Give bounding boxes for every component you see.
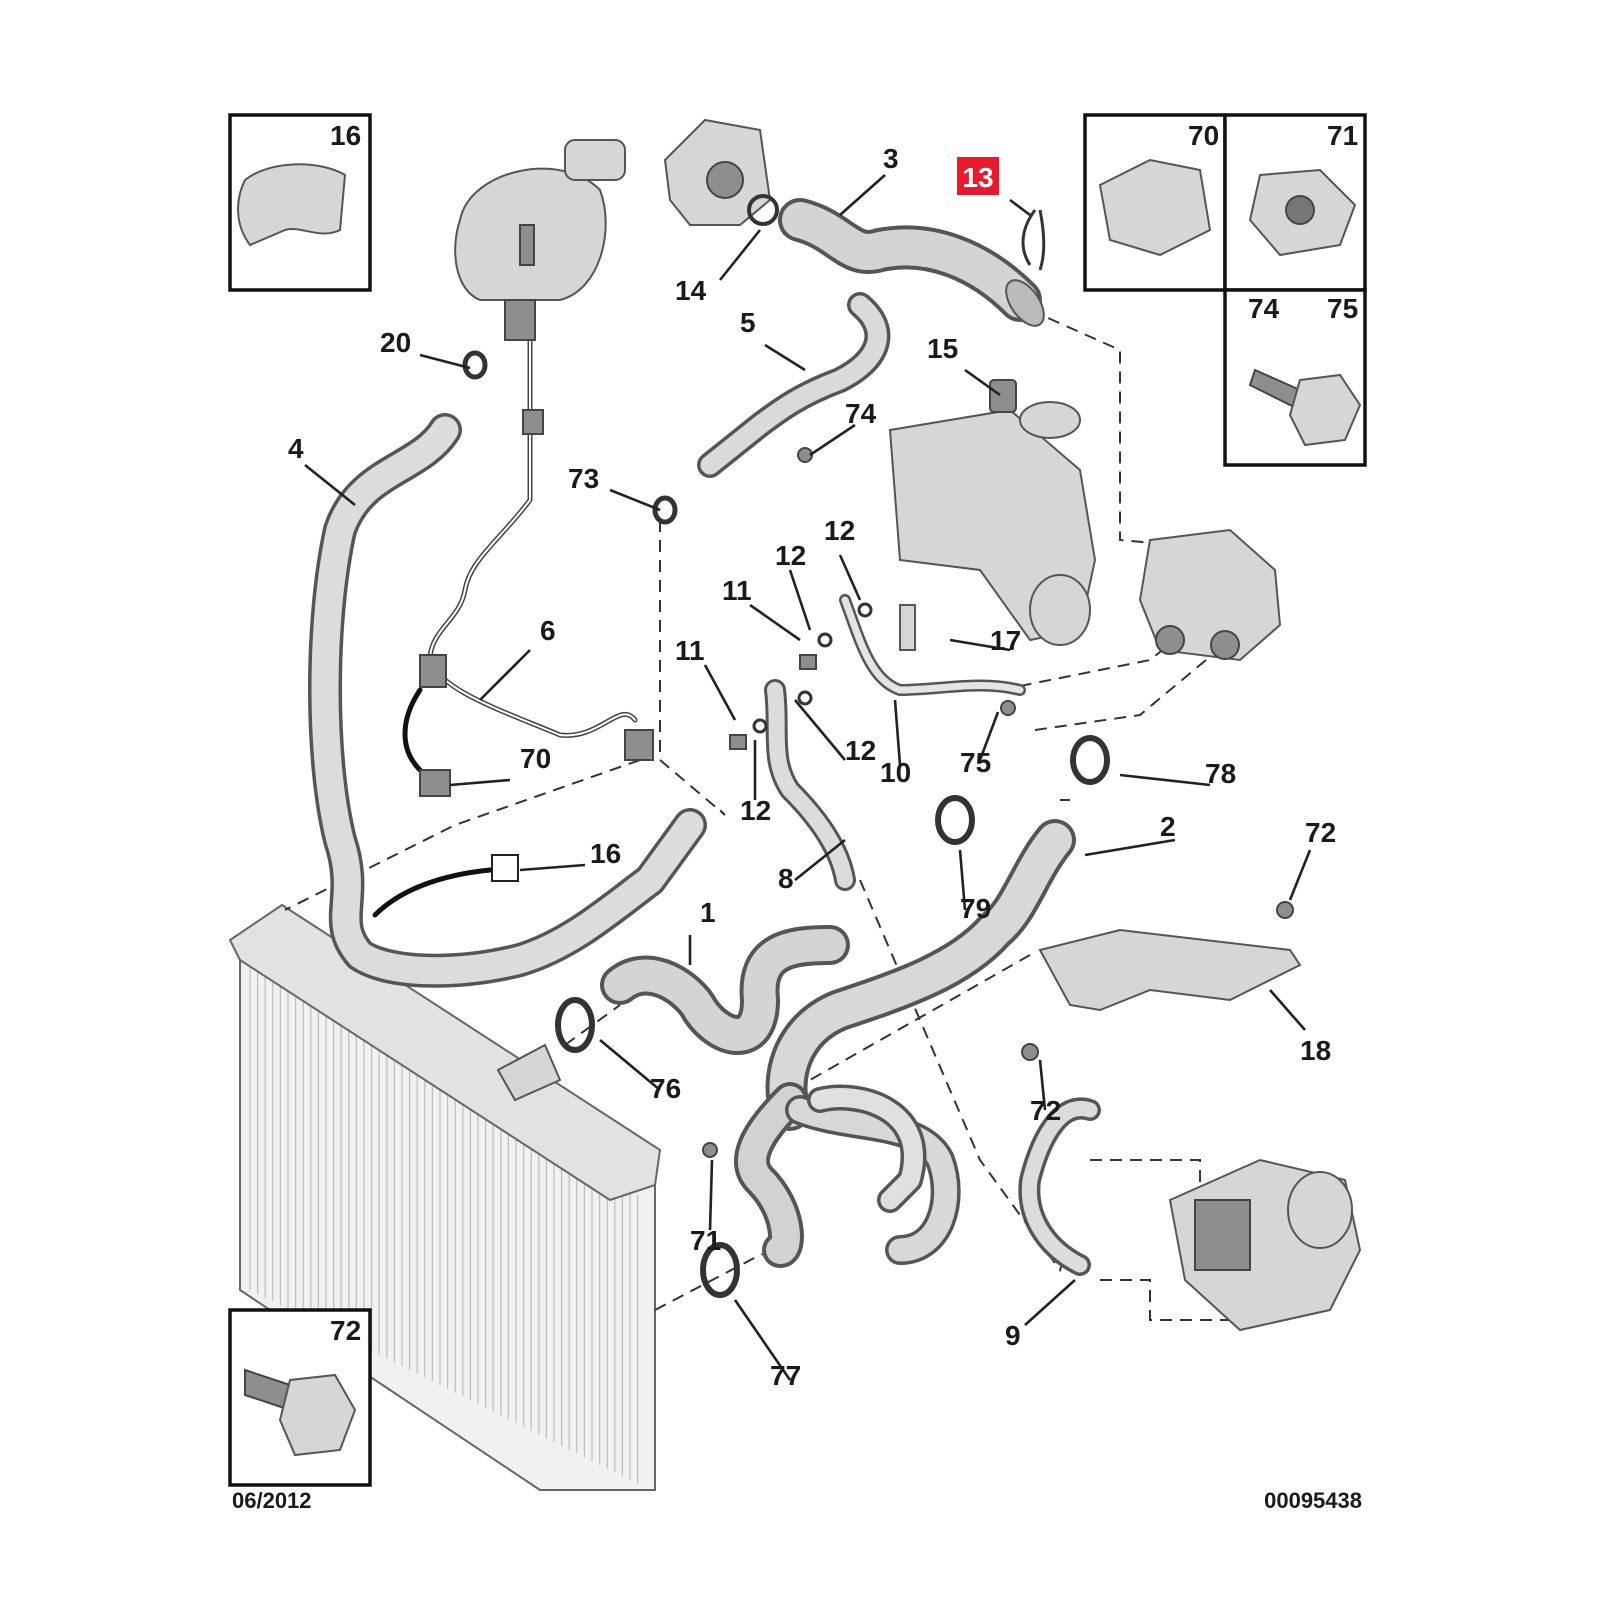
- hose-2: [765, 819, 1076, 1131]
- pipe-3: [778, 198, 1045, 327]
- box-75-label: 75: [1327, 293, 1358, 324]
- pipe-10: [839, 594, 1026, 696]
- hose-lower-assembly: [734, 1082, 961, 1268]
- label-79: 79: [960, 893, 991, 924]
- hose-5: [697, 292, 891, 478]
- label-73: 73: [568, 463, 599, 494]
- label-16: 16: [590, 838, 621, 869]
- fasteners: [702, 447, 1294, 1158]
- leader-lines: [304, 174, 1312, 1381]
- label-72b: 72: [1030, 1095, 1061, 1126]
- label-12c: 12: [845, 735, 876, 766]
- label-72a: 72: [1305, 817, 1336, 848]
- harness-6: [402, 277, 638, 773]
- label-14: 14: [675, 275, 707, 306]
- label-76: 76: [650, 1073, 681, 1104]
- label-4: 4: [288, 433, 304, 464]
- connectors-70: [419, 409, 654, 797]
- plug-16: [491, 854, 519, 882]
- water-outlet-housing: [663, 118, 779, 226]
- label-13-highlight: [957, 157, 999, 195]
- label-6: 6: [540, 615, 556, 646]
- label-75: 75: [960, 747, 991, 778]
- date-code: 06/2012: [232, 1488, 312, 1513]
- bracket-17: [899, 604, 916, 651]
- expansion-tank: [454, 139, 626, 341]
- callout-labels: 3 13 14 5 15 74 20 4 73 12 12 11 6 11 17…: [288, 143, 1336, 1391]
- thermostat-housing: [1138, 528, 1282, 662]
- label-12d: 12: [740, 795, 771, 826]
- label-17: 17: [990, 625, 1021, 656]
- label-11a: 11: [722, 575, 752, 606]
- hose-8: [764, 679, 856, 891]
- hose-1: [600, 925, 850, 1055]
- label-10: 10: [880, 757, 911, 788]
- label-13: 13: [962, 162, 993, 193]
- oil-cooler-module: [1168, 1158, 1362, 1332]
- box-74-label: 74: [1248, 293, 1280, 324]
- label-9: 9: [1005, 1320, 1021, 1351]
- label-12a: 12: [824, 515, 855, 546]
- detail-box-72: 72: [228, 1308, 372, 1487]
- label-71: 71: [690, 1225, 721, 1256]
- box-70-label: 70: [1188, 120, 1219, 151]
- label-20: 20: [380, 327, 411, 358]
- label-11b: 11: [675, 635, 705, 666]
- label-70: 70: [520, 743, 551, 774]
- label-78: 78: [1205, 758, 1236, 789]
- detail-box-70-71: 70 71: [1083, 113, 1367, 292]
- label-1: 1: [700, 897, 716, 928]
- label-77: 77: [770, 1360, 801, 1391]
- detail-box-74-75: 74 75: [1223, 288, 1367, 467]
- hose-9: [1018, 1097, 1101, 1276]
- hose-4: [308, 413, 707, 988]
- label-18: 18: [1300, 1035, 1331, 1066]
- label-5: 5: [740, 307, 756, 338]
- turbocharger: [888, 379, 1097, 646]
- label-74: 74: [845, 398, 877, 429]
- label-3: 3: [883, 143, 899, 174]
- reference-number: 00095438: [1264, 1488, 1362, 1513]
- label-15: 15: [927, 333, 958, 364]
- label-2: 2: [1160, 811, 1176, 842]
- bracket-18: [1038, 928, 1302, 1012]
- label-8: 8: [778, 863, 794, 894]
- label-12b: 12: [775, 540, 806, 571]
- box-71-label: 71: [1327, 120, 1358, 151]
- box-16-label: 16: [330, 120, 361, 151]
- clamps: [462, 209, 1110, 1298]
- detail-box-16: 16: [228, 113, 372, 292]
- hose-16-line: [372, 867, 493, 918]
- box-72-label: 72: [330, 1315, 361, 1346]
